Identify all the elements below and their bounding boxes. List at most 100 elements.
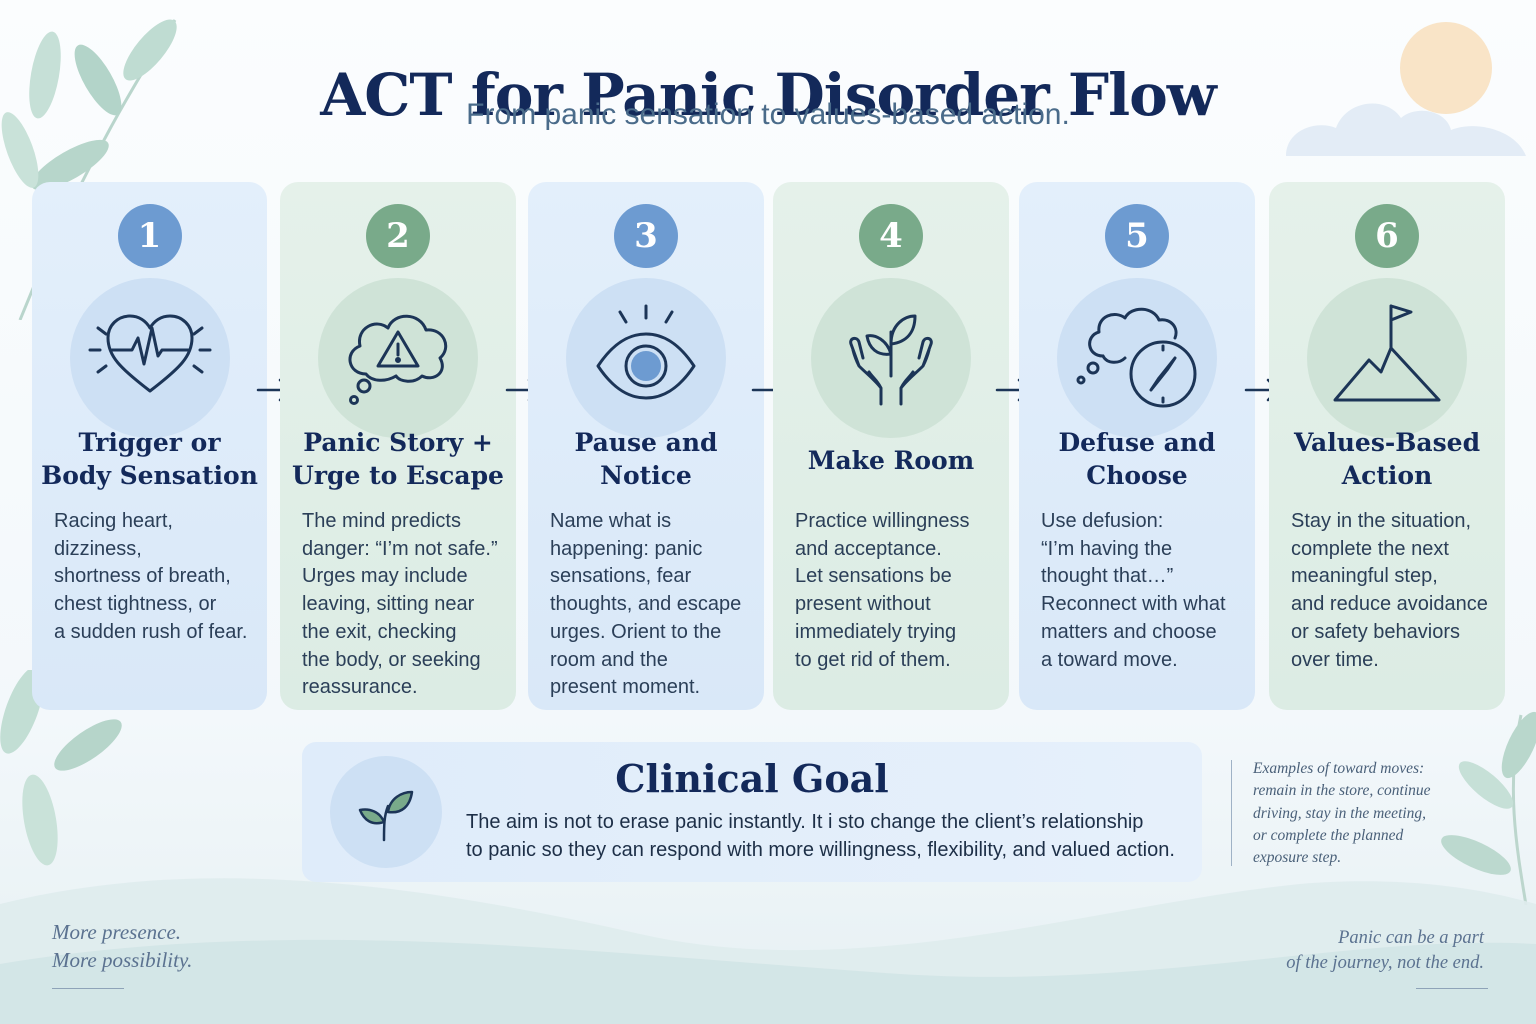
step-description: Practice willingness and acceptance. Let… <box>795 508 1001 674</box>
note-line: exposure step. <box>1253 849 1342 867</box>
mountain-flag-icon <box>1307 278 1467 438</box>
clinical-goal-text: The aim is not to erase panic instantly.… <box>466 808 1186 864</box>
step-title: Trigger or Body Sensation <box>38 426 261 492</box>
step-description-line: a sudden rush of fear. <box>54 620 248 643</box>
step-description-line: immediately trying <box>795 620 957 643</box>
step-description: Stay in the situation, complete the next… <box>1291 508 1497 674</box>
footer-line: More possibility. <box>52 948 193 972</box>
hands-holding-sprout-icon <box>811 278 971 438</box>
step-card-4: 4 Make Room Practice willingness and acc… <box>773 182 1009 710</box>
step-title-line: Action <box>1341 461 1433 490</box>
step-title-line: Panic Story + <box>303 428 493 457</box>
heart-pulse-icon <box>69 278 230 438</box>
step-description-line: The mind predicts <box>302 510 461 532</box>
step-description-line: over time. <box>1291 648 1379 671</box>
note-line: Examples of toward moves: <box>1253 760 1425 777</box>
step-title-line: Body Sensation <box>41 461 258 490</box>
step-card-3: 3 Pause and Notice Name what is happenin… <box>528 182 764 710</box>
step-number-badge: 6 <box>1355 204 1419 268</box>
step-title-line: Defuse and <box>1058 428 1216 457</box>
step-description-line: Racing heart, dizziness, <box>54 510 173 560</box>
step-title: Defuse and Choose <box>1025 426 1249 492</box>
step-number-badge: 3 <box>614 204 678 268</box>
step-description: Racing heart, dizziness, shortness of br… <box>54 508 259 647</box>
step-title-line: Trigger or <box>78 428 221 457</box>
step-title-line: Notice <box>600 461 692 490</box>
sprout-icon <box>330 756 442 868</box>
step-description-line: to get rid of them. <box>795 648 951 671</box>
step-description-line: or safety behaviors <box>1291 620 1460 643</box>
step-description-line: Use defusion: <box>1041 510 1164 532</box>
step-description-line: reassurance. <box>302 676 418 699</box>
note-line: driving, stay in the meeting, <box>1253 804 1427 822</box>
step-number-badge: 1 <box>117 204 182 268</box>
footer-left-rule <box>52 988 124 989</box>
step-description-line: the exit, checking <box>302 620 457 643</box>
toward-moves-note: Examples of toward moves: remain in the … <box>1253 758 1493 869</box>
step-number-badge: 2 <box>366 204 430 268</box>
step-description-line: room and the <box>550 648 668 671</box>
clinical-goal-line: The aim is not to erase panic instantly.… <box>466 811 1144 833</box>
step-title-line: Make Room <box>807 446 975 475</box>
step-number-badge: 4 <box>859 204 923 268</box>
clinical-goal-line: to panic so they can respond with more w… <box>466 839 1175 861</box>
clinical-goal-title: Clinical Goal <box>615 756 889 801</box>
step-description-line: Practice willingness <box>795 510 970 532</box>
step-description-line: chest tightness, or <box>54 593 217 616</box>
footer-right-rule <box>1416 988 1488 989</box>
step-description-line: happening: panic <box>550 537 703 560</box>
step-description: Name what is happening: panic sensations… <box>550 508 756 702</box>
page-title: ACT for Panic Disorder Flow <box>320 60 1217 129</box>
step-title-line: Choose <box>1086 461 1188 490</box>
step-card-1: 1 Trigger or Body Sensation Racing heart… <box>32 182 267 710</box>
note-divider <box>1231 760 1232 866</box>
step-description-line: Let sensations be <box>795 565 952 588</box>
thought-cloud-warning-icon <box>318 278 478 438</box>
footer-line: Panic can be a part <box>1338 928 1484 948</box>
step-description-line: shortness of breath, <box>54 565 231 588</box>
step-description-line: “I’m having the <box>1041 537 1173 560</box>
step-title: Values-Based Action <box>1275 426 1499 492</box>
eye-icon <box>566 278 726 438</box>
step-description-line: danger: “I’m not safe.” <box>302 537 498 560</box>
step-description-line: complete the next <box>1291 537 1449 560</box>
step-card-5: 5 Defuse and Choose Use defusion: “I’m h… <box>1019 182 1255 710</box>
step-description: The mind predicts danger: “I’m not safe.… <box>302 508 508 702</box>
step-title: Pause and Notice <box>534 426 758 492</box>
page-subtitle: From panic sensation to values-based act… <box>466 98 1070 131</box>
step-description-line: thoughts, and escape <box>550 593 742 616</box>
step-description-line: Urges may include <box>302 565 468 588</box>
step-description-line: and reduce avoidance <box>1291 593 1488 616</box>
step-description-line: present without <box>795 593 931 616</box>
step-card-6: 6 Values-Based Action Stay in the situat… <box>1269 182 1505 710</box>
footer-right-quote: Panic can be a part of the journey, not … <box>1286 926 1484 976</box>
step-description-line: matters and choose <box>1041 620 1217 643</box>
step-description-line: urges. Orient to the <box>550 620 722 643</box>
step-description-line: and acceptance. <box>795 537 942 560</box>
footer-left-quote: More presence. More possibility. <box>52 918 192 974</box>
clinical-goal-panel: Clinical Goal The aim is not to erase pa… <box>302 742 1202 882</box>
step-title-line: Values-Based <box>1293 428 1481 457</box>
step-title: Make Room <box>779 444 1003 477</box>
step-description-line: thought that…” <box>1041 565 1174 588</box>
footer-line: More presence. <box>52 920 182 944</box>
step-description-line: Reconnect with what <box>1041 593 1226 616</box>
footer-line: of the journey, not the end. <box>1286 953 1484 973</box>
step-description-line: sensations, fear <box>550 565 692 588</box>
note-line: remain in the store, continue <box>1253 782 1431 800</box>
step-description-line: a toward move. <box>1041 648 1178 671</box>
thought-cloud-compass-icon <box>1057 278 1217 438</box>
step-description-line: Stay in the situation, <box>1291 510 1472 532</box>
step-title-line: Urge to Escape <box>292 461 504 490</box>
step-description-line: leaving, sitting near <box>302 593 475 616</box>
step-description-line: meaningful step, <box>1291 565 1438 588</box>
note-line: or complete the planned <box>1253 826 1404 844</box>
step-description-line: Name what is <box>550 510 672 532</box>
step-title: Panic Story + Urge to Escape <box>286 426 510 492</box>
step-description-line: the body, or seeking <box>302 648 481 671</box>
step-card-2: 2 Panic Story + Urge to Escape The mind … <box>280 182 516 710</box>
step-title-line: Pause and <box>574 428 718 457</box>
step-number-badge: 5 <box>1105 204 1169 268</box>
step-description: Use defusion: “I’m having the thought th… <box>1041 508 1247 674</box>
step-description-line: present moment. <box>550 676 701 699</box>
